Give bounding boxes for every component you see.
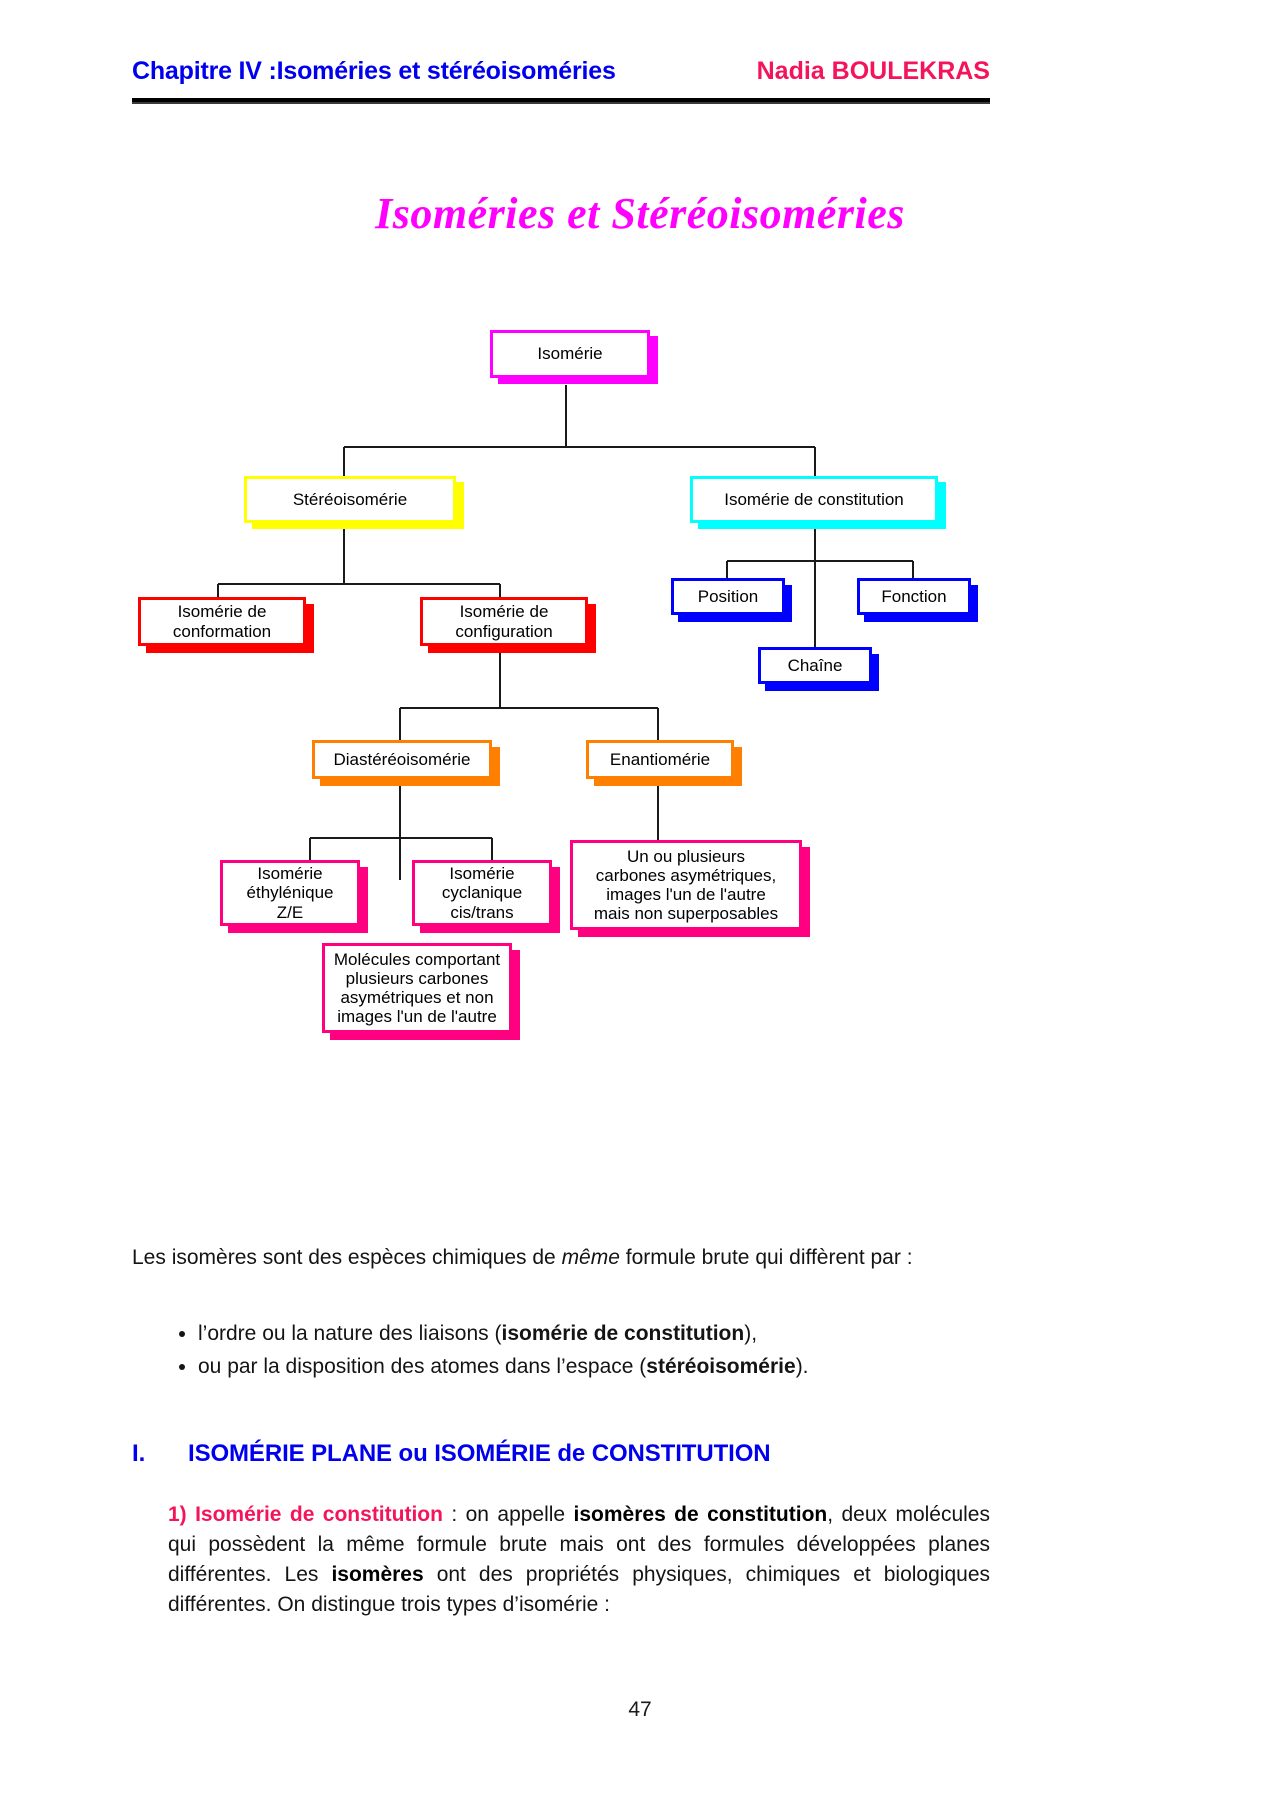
header-author: Nadia BOULEKRAS [756, 57, 990, 85]
node-position-label: Position [697, 586, 759, 606]
node-isomerie-cyclanique: Isomérie cyclanique cis/trans [412, 860, 552, 926]
page-header: Chapitre IV :Isoméries et stéréoisomérie… [132, 57, 990, 103]
bullet-1-strong: isomérie de constitution [501, 1322, 745, 1345]
header-rule [132, 98, 990, 104]
section-title: ISOMÉRIE PLANE ou ISOMÉRIE de CONSTITUTI… [188, 1440, 771, 1467]
node-isomerie-cyclanique-label: Isomérie cyclanique cis/trans [441, 864, 523, 922]
list-item: l’ordre ou la nature des liaisons (isomé… [198, 1318, 990, 1349]
node-isomerie-de-conformation: Isomérie de conformation [138, 597, 306, 646]
subsection-1-lead: 1) Isomérie de constitution [168, 1503, 443, 1526]
node-isomerie: Isomérie [490, 330, 650, 378]
node-fonction-label: Fonction [881, 586, 947, 606]
subsection-1-text-2: , deux molécules qui possèdent la même f… [168, 1503, 990, 1587]
page-title: Isoméries et Stéréoisoméries [375, 189, 905, 238]
node-fonction: Fonction [857, 578, 971, 615]
subsection-1-strong-2: isomères [331, 1563, 424, 1587]
subsection-1-paragraph: 1) Isomérie de constitution : on appelle… [168, 1500, 990, 1620]
node-stereoisomerie: Stéréoisomérie [244, 476, 456, 523]
node-diastereoisomerie-label: Diastéréoisomérie [333, 749, 471, 769]
node-isomerie-de-conformation-label: Isomérie de conformation [172, 602, 272, 641]
intro-text-part2: formule brute qui diffèrent par : [619, 1246, 913, 1269]
node-isomerie-label: Isomérie [537, 344, 603, 364]
node-enantiomerie-label: Enantiomérie [609, 749, 711, 769]
subsection-1-text-1: : on appelle [442, 1503, 574, 1526]
subsection-1-text-3: ont des propriétés physiques, chimiques … [168, 1563, 990, 1617]
bullet-1-text-c: ), [744, 1322, 758, 1345]
bullet-2-text-a: ou par la disposition des atomes dans l’… [198, 1355, 647, 1379]
node-isomerie-ethylenique: Isomérie éthylénique Z/E [220, 860, 360, 926]
node-diastereoisomerie: Diastéréoisomérie [312, 740, 492, 779]
bullet-1-text-a: l’ordre ou la nature des liaisons ( [198, 1322, 502, 1345]
node-isomerie-ethylenique-label: Isomérie éthylénique Z/E [246, 864, 334, 922]
node-molecules-plusieurs-carbones-label: Molécules comportant plusieurs carbones … [333, 949, 501, 1027]
node-position: Position [671, 578, 785, 615]
bullet-2-text-c: ). [795, 1355, 809, 1379]
node-isomerie-de-configuration-label: Isomérie de configuration [455, 602, 553, 641]
intro-paragraph: Les isomères sont des espèces chimiques … [132, 1243, 990, 1273]
node-chaine-label: Chaîne [787, 655, 843, 675]
node-carbones-asymetriques: Un ou plusieurs carbones asymétriques, i… [570, 840, 802, 930]
node-isomerie-de-configuration: Isomérie de configuration [420, 597, 588, 646]
node-isomerie-de-constitution: Isomérie de constitution [690, 476, 938, 523]
header-chapter-title: Chapitre IV :Isoméries et stéréoisomérie… [132, 57, 616, 85]
intro-text-part1: Les isomères sont des espèces chimiques … [132, 1246, 562, 1269]
page-number: 47 [628, 1698, 652, 1721]
list-item: ou par la disposition des atomes dans l’… [198, 1351, 990, 1382]
bullet-2-strong: stéréoisomérie [646, 1355, 796, 1379]
node-chaine: Chaîne [758, 647, 872, 684]
node-isomerie-de-constitution-label: Isomérie de constitution [724, 489, 904, 509]
node-carbones-asymetriques-label: Un ou plusieurs carbones asymétriques, i… [593, 846, 779, 924]
node-stereoisomerie-label: Stéréoisomérie [292, 489, 408, 509]
intro-emphasis: même [561, 1246, 620, 1269]
section-number: I. [132, 1440, 146, 1467]
node-molecules-plusieurs-carbones: Molécules comportant plusieurs carbones … [322, 943, 512, 1033]
node-enantiomerie: Enantiomérie [586, 740, 734, 779]
subsection-1-strong-1: isomères de constitution [573, 1503, 828, 1526]
section-heading-1: I. ISOMÉRIE PLANE ou ISOMÉRIE de CONSTITU… [132, 1440, 990, 1468]
intro-bullet-list: l’ordre ou la nature des liaisons (isomé… [160, 1318, 990, 1384]
